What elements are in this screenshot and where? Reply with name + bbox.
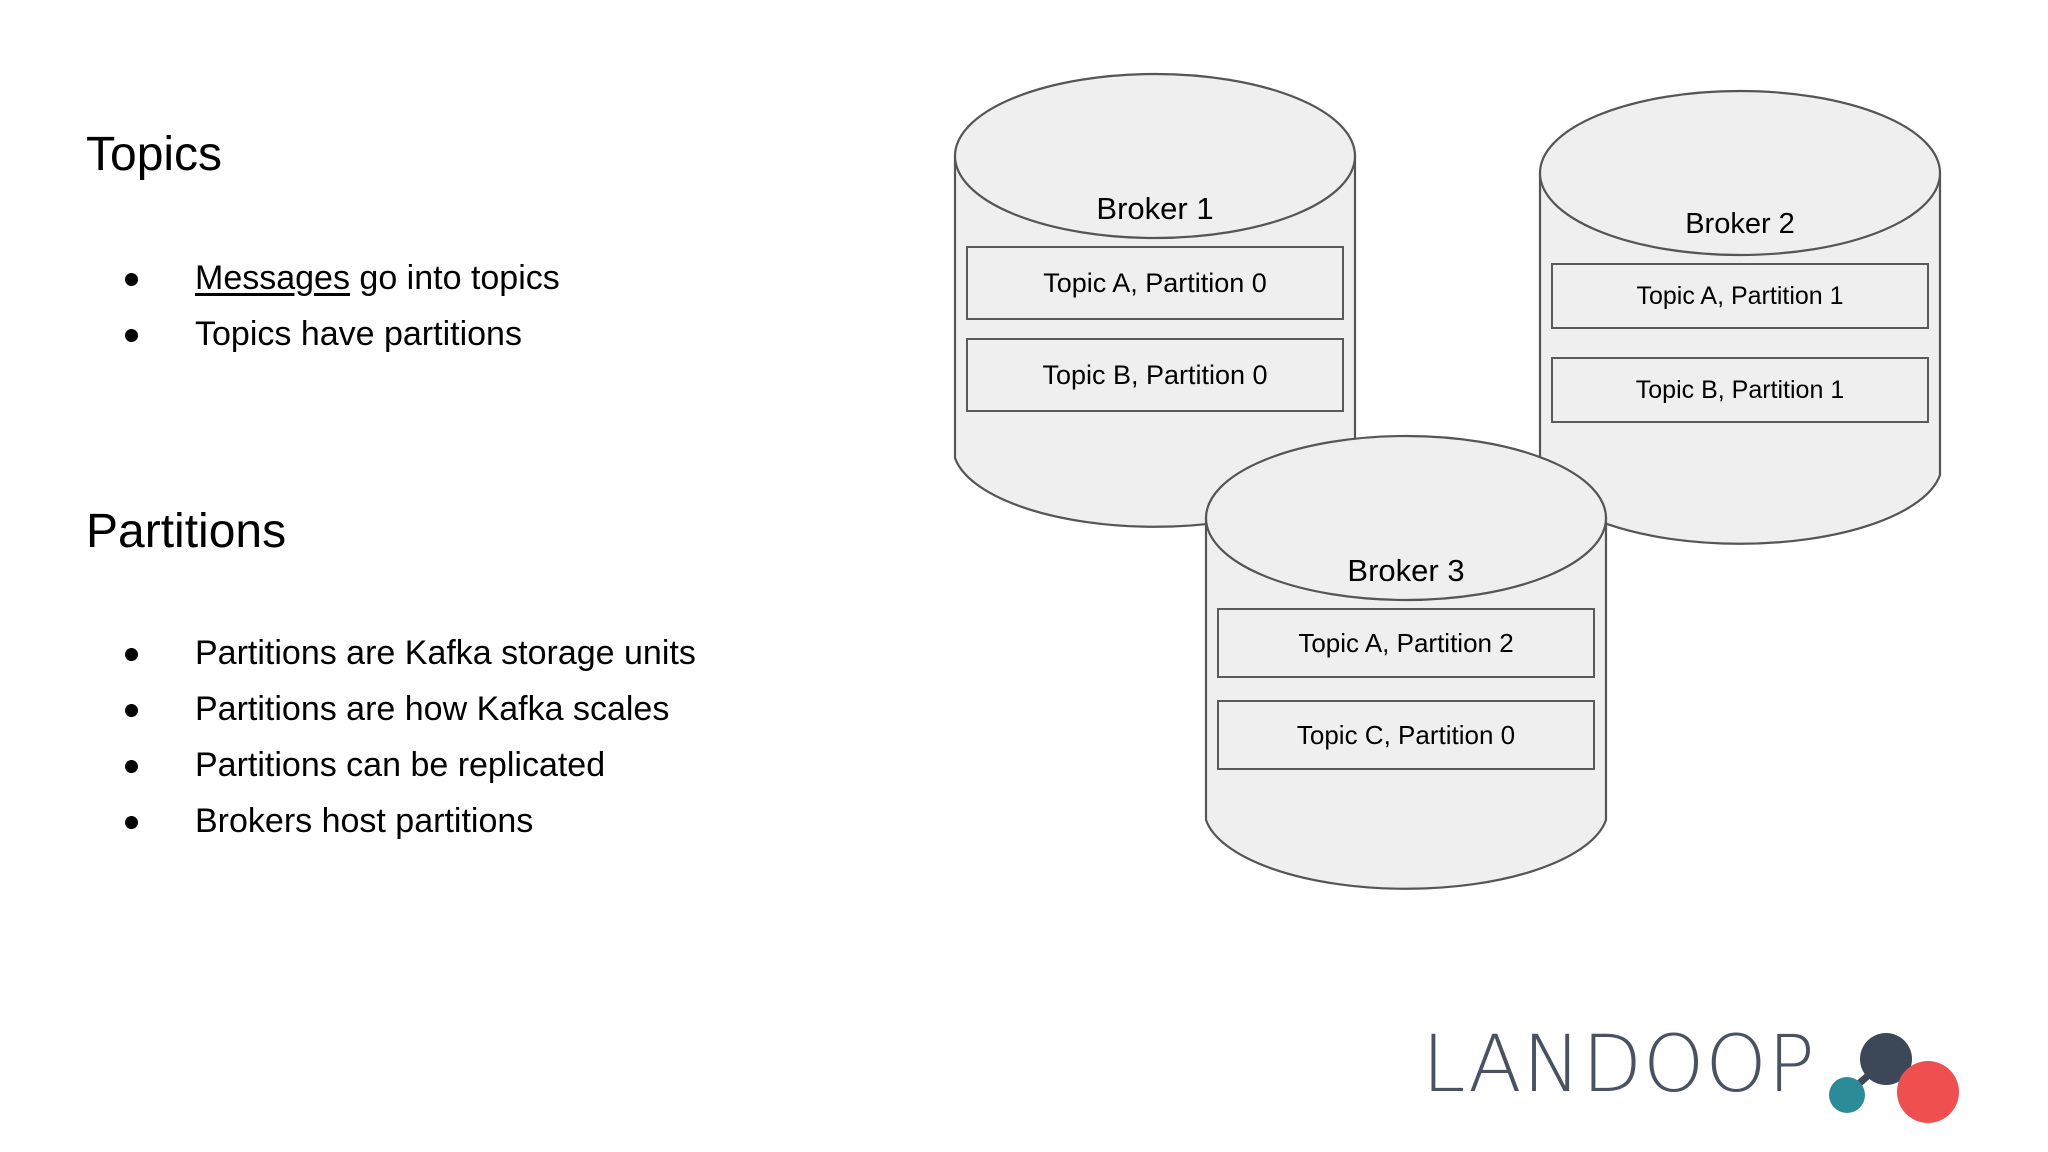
list-item-label: Partitions are how Kafka scales bbox=[195, 690, 670, 728]
broker-label: Broker 1 bbox=[1096, 191, 1214, 226]
list-item: Partitions can be replicated bbox=[120, 737, 696, 793]
partition-box: Topic A, Partition 0 bbox=[966, 246, 1344, 320]
landoop-wordmark: LANDOOP bbox=[1422, 1020, 1816, 1110]
list-item-emphasis: Messages bbox=[195, 259, 350, 297]
list-item-label: Partitions can be replicated bbox=[195, 746, 606, 784]
list-item-label: Brokers host partitions bbox=[195, 802, 534, 840]
broker-cylinder-2: Broker 2 Topic A, Partition 1 Topic B, P… bbox=[1538, 85, 1942, 547]
red-node-icon bbox=[1897, 1061, 1959, 1123]
landoop-logo: LANDOOP bbox=[1422, 1020, 1982, 1132]
list-item: Partitions are how Kafka scales bbox=[120, 681, 696, 737]
page-title-partitions: Partitions bbox=[86, 505, 287, 558]
slide-text-column: Topics Messages go into topics Topics ha… bbox=[0, 0, 920, 1152]
broker-cylinder-3: Broker 3 Topic A, Partition 2 Topic C, P… bbox=[1204, 430, 1608, 892]
partition-box: Topic A, Partition 1 bbox=[1551, 263, 1929, 329]
navy-node-icon bbox=[1860, 1033, 1912, 1085]
broker-label: Broker 2 bbox=[1685, 208, 1795, 240]
bullet-dot-icon bbox=[125, 273, 138, 286]
bullet-dot-icon bbox=[125, 760, 138, 773]
list-item-label: Partitions are Kafka storage units bbox=[195, 634, 696, 672]
broker-label: Broker 3 bbox=[1347, 553, 1465, 588]
list-item: Messages go into topics bbox=[120, 250, 560, 306]
partition-box: Topic A, Partition 2 bbox=[1217, 608, 1595, 678]
list-item: Topics have partitions bbox=[120, 306, 560, 362]
bullet-dot-icon bbox=[125, 329, 138, 342]
bullet-dot-icon bbox=[125, 704, 138, 717]
partitions-bullet-list: Partitions are Kafka storage units Parti… bbox=[120, 625, 696, 849]
list-item-label: Topics have partitions bbox=[195, 315, 522, 353]
node-graph-icon bbox=[1829, 1033, 1959, 1123]
partition-box: Topic C, Partition 0 bbox=[1217, 700, 1595, 770]
list-item: Brokers host partitions bbox=[120, 793, 696, 849]
page-title-topics: Topics bbox=[86, 128, 223, 181]
partition-box: Topic B, Partition 1 bbox=[1551, 357, 1929, 423]
teal-node-icon bbox=[1829, 1077, 1865, 1113]
broker-cylinder-1: Broker 1 Topic A, Partition 0 Topic B, P… bbox=[953, 68, 1357, 530]
bullet-dot-icon bbox=[125, 648, 138, 661]
list-item: Partitions are Kafka storage units bbox=[120, 625, 696, 681]
topics-bullet-list: Messages go into topics Topics have part… bbox=[120, 250, 560, 362]
bullet-dot-icon bbox=[125, 816, 138, 829]
list-item-label: go into topics bbox=[349, 259, 560, 297]
partition-box: Topic B, Partition 0 bbox=[966, 338, 1344, 412]
